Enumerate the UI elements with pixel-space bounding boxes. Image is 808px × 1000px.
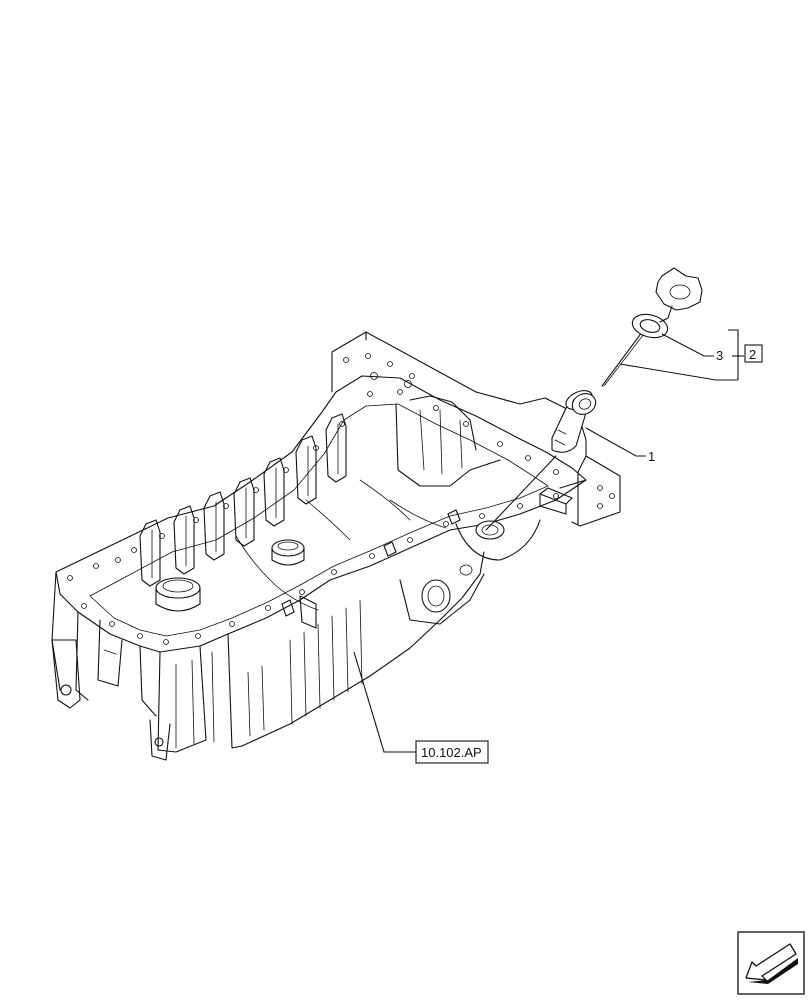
oil-pan <box>51 331 621 761</box>
callout-group-box <box>744 344 763 363</box>
arrow-navigation-icon[interactable] <box>737 931 805 995</box>
callout-item-3: 3 <box>716 348 723 363</box>
callout-leaders <box>353 329 744 753</box>
dipstick-housing-block <box>399 407 621 625</box>
reference-box <box>415 740 489 764</box>
reference-label: 10.102.AP <box>421 745 482 760</box>
flange-bolt-holes <box>67 353 559 645</box>
callout-group-2: 2 <box>749 347 756 362</box>
baffle-windows <box>139 413 347 587</box>
dipstick-tube <box>485 390 597 531</box>
dipstick-with-cap <box>601 267 703 387</box>
callout-item-1: 1 <box>648 449 655 464</box>
